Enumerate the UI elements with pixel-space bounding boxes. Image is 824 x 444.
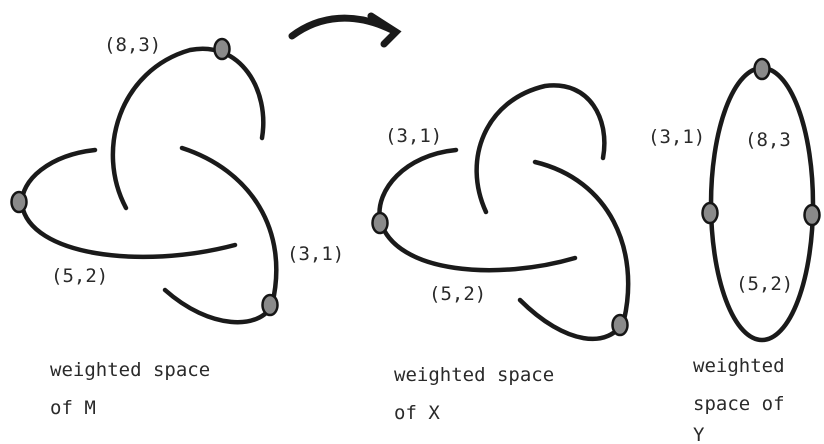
node-m-right xyxy=(261,293,279,317)
caption-x-line1: weighted space xyxy=(394,364,554,386)
label-m-right: (3,1) xyxy=(287,243,344,265)
caption-y-line1: weighted xyxy=(693,355,785,377)
caption-x-line2: of X xyxy=(394,402,440,424)
trefoil-m: (8,3) (3,1) (5,2) weighted space of M xyxy=(10,34,344,419)
caption-m-line1: weighted space xyxy=(50,359,210,381)
node-y-left xyxy=(701,201,719,225)
strand-x-right xyxy=(517,159,631,342)
label-x-bottom: (5,2) xyxy=(429,283,486,305)
label-x-top: (3,1) xyxy=(385,125,442,147)
label-y-left: (3,1) xyxy=(648,126,705,148)
node-x-right xyxy=(611,313,629,337)
curved-arrow-icon xyxy=(288,12,402,48)
loop-y: (3,1) (8,3 (5,2) weighted space of Y xyxy=(648,57,821,444)
label-y-bottom: (5,2) xyxy=(736,273,793,295)
node-y-right xyxy=(803,203,821,227)
label-y-right: (8,3 xyxy=(745,129,791,151)
label-m-bottom: (5,2) xyxy=(51,265,108,287)
ellipse-y xyxy=(708,65,816,343)
trefoil-x: (3,1) (5,2) weighted space of X xyxy=(371,83,631,424)
strand-m-left xyxy=(19,147,238,260)
label-m-top: (8,3) xyxy=(104,34,161,56)
caption-m-line2: of M xyxy=(50,397,96,419)
node-x-left xyxy=(371,211,389,235)
caption-y-line2: space of xyxy=(693,393,785,415)
node-m-left xyxy=(10,190,28,214)
node-y-top xyxy=(753,57,771,81)
caption-y-line3: Y xyxy=(693,424,705,444)
strand-m-upper xyxy=(110,46,266,211)
strand-x-upper xyxy=(474,83,607,215)
node-m-top xyxy=(213,37,231,61)
strand-m-right xyxy=(162,145,279,325)
